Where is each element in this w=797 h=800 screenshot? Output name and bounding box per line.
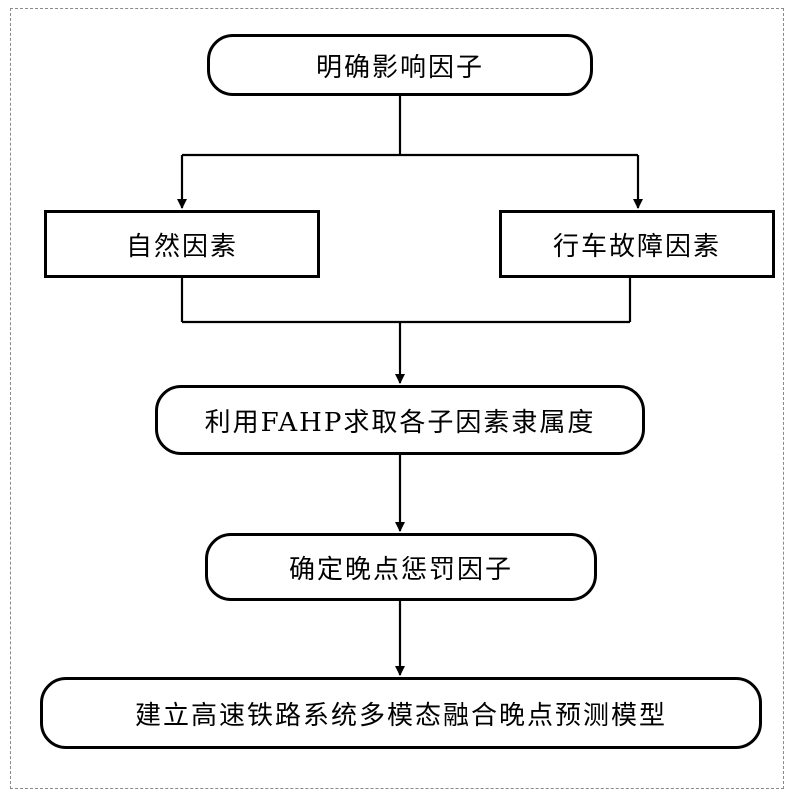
node-prediction-model: 建立高速铁路系统多模态融合晚点预测模型 xyxy=(40,677,762,749)
node-delay-penalty-factor-label: 确定晚点惩罚因子 xyxy=(288,554,513,585)
node-vehicle-fault-factors-label: 行车故障因素 xyxy=(552,231,721,262)
node-natural-factors-label: 自然因素 xyxy=(125,231,238,262)
dashed-frame xyxy=(10,8,784,789)
node-prediction-model-label: 建立高速铁路系统多模态融合晚点预测模型 xyxy=(134,700,667,731)
node-fahp-membership: 利用FAHP求取各子因素隶属度 xyxy=(155,385,645,455)
node-vehicle-fault-factors: 行车故障因素 xyxy=(499,210,775,278)
node-delay-penalty-factor: 确定晚点惩罚因子 xyxy=(205,533,597,601)
node-identify-factors: 明确影响因子 xyxy=(207,34,593,96)
node-fahp-membership-label: 利用FAHP求取各子因素隶属度 xyxy=(204,407,596,438)
node-natural-factors: 自然因素 xyxy=(44,210,320,278)
node-identify-factors-label: 明确影响因子 xyxy=(315,52,484,83)
